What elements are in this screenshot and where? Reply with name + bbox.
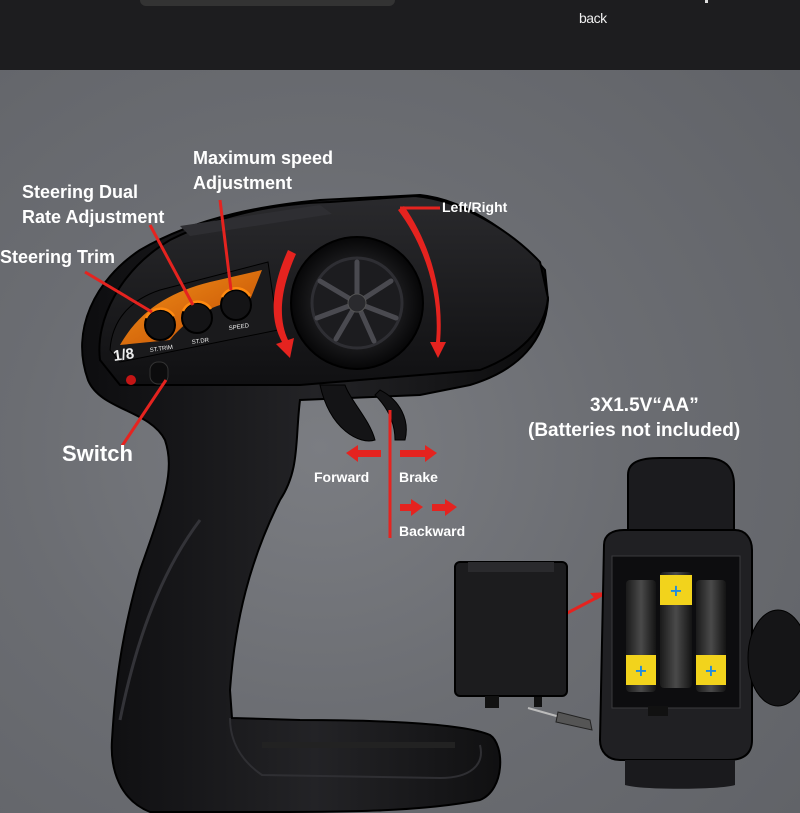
steering-dual-rate-knob[interactable] xyxy=(181,302,213,334)
left-right-label: Left/Right xyxy=(442,199,508,215)
max-speed-label: Maximum speed Adjustment xyxy=(193,148,334,193)
control-panel: 1/8 ST.TRIM ST.DR SPEED xyxy=(109,261,279,365)
knob-label-dr: ST.DR xyxy=(191,338,210,346)
max-speed-knob[interactable] xyxy=(220,289,252,321)
battery-spec-label: 3X1.5V“AA” xyxy=(590,395,699,416)
screwdriver-icon xyxy=(527,707,593,731)
knob-label-speed: SPEED xyxy=(228,323,250,332)
power-led xyxy=(126,375,136,385)
forward-arrow-icon xyxy=(346,445,381,462)
right-turn-arrow-icon xyxy=(398,206,446,358)
switch-label: Switch xyxy=(62,441,133,466)
aa-batteries: + + + xyxy=(626,572,726,692)
left-turn-arrow-icon xyxy=(273,250,296,358)
backward-arrow-1-icon xyxy=(400,499,423,516)
battery-plus-icon: + xyxy=(704,661,717,680)
battery-plus-icon: + xyxy=(634,661,647,680)
steering-trim-label: Steering Trim xyxy=(0,247,116,267)
dual-rate-label: Steering Dual Rate Adjustment xyxy=(22,182,165,227)
power-switch-group xyxy=(126,361,169,385)
back-label: back xyxy=(579,10,607,26)
steering-wheel[interactable] xyxy=(290,236,424,370)
battery-note-label: (Batteries not included) xyxy=(528,420,741,441)
backward-arrow-2-icon xyxy=(432,499,457,516)
top-band xyxy=(0,0,800,70)
battery-compartment-view: + + + xyxy=(598,457,800,789)
battery-cover xyxy=(454,561,568,708)
throttle-trigger[interactable] xyxy=(319,384,407,442)
backward-label: Backward xyxy=(399,523,466,539)
power-switch[interactable] xyxy=(149,361,169,385)
brake-label: Brake xyxy=(399,469,438,485)
battery-plus-icon: + xyxy=(669,581,682,600)
previous-image-strip xyxy=(140,0,395,6)
annotation-arrows xyxy=(273,206,610,600)
scale-badge: 1/8 xyxy=(112,345,135,365)
decor-dot xyxy=(705,0,708,3)
steering-trim-knob[interactable] xyxy=(144,309,176,341)
forward-label: Forward xyxy=(314,469,370,485)
knob-label-trim: ST.TRIM xyxy=(149,345,173,354)
brake-arrow-icon xyxy=(400,445,437,462)
